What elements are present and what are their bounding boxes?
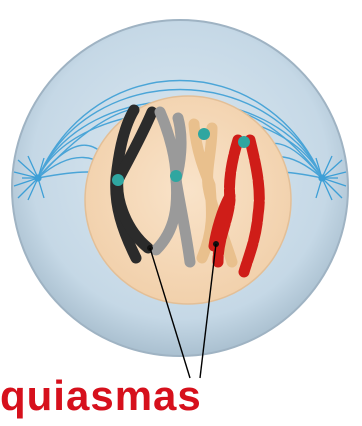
centromere bbox=[198, 128, 210, 140]
caption-label: quiasmas bbox=[0, 366, 362, 426]
meiosis-diagram bbox=[0, 0, 362, 399]
centromere bbox=[112, 174, 124, 186]
centromere bbox=[170, 170, 182, 182]
centromere bbox=[238, 136, 250, 148]
